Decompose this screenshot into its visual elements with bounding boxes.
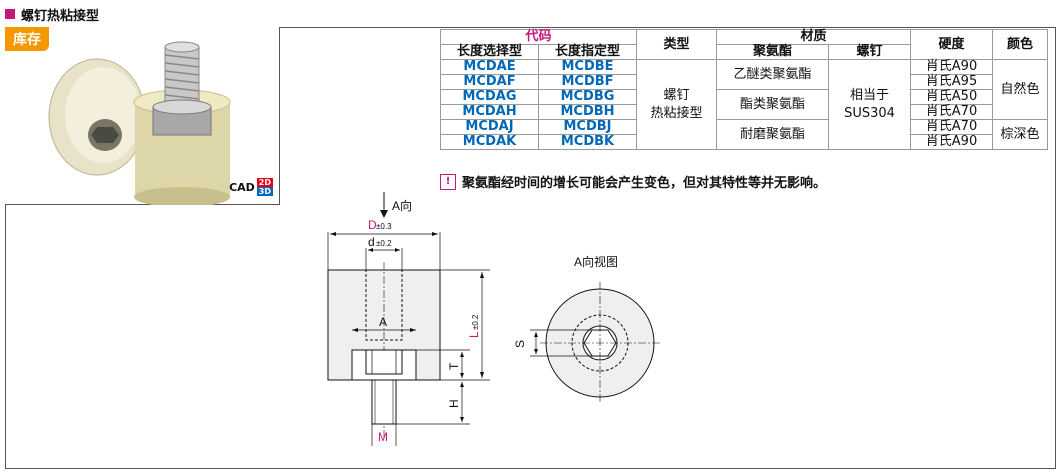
product-photo: 库存 CAD 2D 3D bbox=[5, 27, 280, 207]
view-label: A向视图 bbox=[574, 254, 618, 269]
dim-S: S bbox=[513, 340, 527, 348]
cad-label: CAD bbox=[229, 180, 255, 194]
dim-d-tol: ±0.2 bbox=[376, 239, 392, 248]
dim-D-tol: ±0.3 bbox=[376, 222, 392, 231]
caution-icon: ! bbox=[440, 173, 456, 190]
hardness-header: 硬度 bbox=[910, 29, 993, 60]
screw-value-2: SUS304 bbox=[844, 105, 895, 121]
threaded-shank bbox=[371, 379, 397, 425]
section-title: 螺钉热粘接型 bbox=[5, 5, 100, 24]
cad-3d-label: 3D bbox=[256, 187, 273, 196]
content-frame bbox=[5, 27, 1056, 469]
arrow-label: A向 bbox=[392, 198, 412, 213]
type-cell: 螺钉 热粘接型 bbox=[636, 59, 717, 150]
table-row: MCDAF MCDBF 肖氏A95 bbox=[440, 74, 1048, 90]
title-marker-icon bbox=[5, 9, 15, 19]
table-row: MCDAE MCDBE 螺钉 热粘接型 乙醚类聚氨酯 相当于 SUS304 肖氏… bbox=[440, 59, 1048, 150]
product-image-icon bbox=[48, 41, 231, 207]
code-specify[interactable]: MCDBG bbox=[538, 89, 637, 105]
hardness-cell: 肖氏A90 bbox=[910, 134, 993, 150]
dim-H: H bbox=[447, 399, 461, 408]
type-value-2: 热粘接型 bbox=[650, 105, 703, 121]
material-cell: 耐磨聚氨酯 bbox=[716, 119, 829, 150]
code-specify[interactable]: MCDBF bbox=[538, 74, 637, 90]
color-header: 颜色 bbox=[992, 29, 1048, 60]
dim-M: M bbox=[378, 430, 388, 444]
cad-2d-label: 2D bbox=[256, 178, 273, 187]
type-value-1: 螺钉 bbox=[663, 87, 690, 103]
section-title-text: 螺钉热粘接型 bbox=[21, 8, 100, 24]
spec-table: 代码 类型 材质 硬度 颜色 长度选择型 长度指定型 聚氨酯 螺钉 MCDAE … bbox=[440, 29, 1048, 150]
length-select-header: 长度选择型 bbox=[440, 44, 539, 60]
screw-cell: 相当于 SUS304 bbox=[828, 59, 911, 150]
polyurethane-header: 聚氨酯 bbox=[716, 44, 829, 60]
screw-value-1: 相当于 bbox=[849, 87, 889, 103]
stock-badge: 库存 bbox=[5, 27, 49, 51]
dim-L-tol: ±0.2 bbox=[471, 314, 480, 330]
type-header: 类型 bbox=[636, 29, 717, 60]
code-specify[interactable]: MCDBJ bbox=[538, 119, 637, 135]
code-specify[interactable]: MCDBK bbox=[538, 134, 637, 150]
length-specify-header: 长度指定型 bbox=[538, 44, 637, 60]
color-cell: 自然色 bbox=[992, 59, 1048, 120]
note: ! 聚氨酯经时间的增长可能会产生变色，但对其特性等并无影响。 bbox=[440, 172, 826, 191]
table-row: MCDAK MCDBK 肖氏A90 bbox=[440, 134, 1048, 150]
table-row: MCDAJ MCDBJ 耐磨聚氨酯 肖氏A70 棕深色 bbox=[440, 119, 1048, 150]
dim-D: D bbox=[368, 218, 377, 232]
code-select[interactable]: MCDAK bbox=[440, 134, 539, 150]
table-row: MCDAH MCDBH 肖氏A70 bbox=[440, 104, 1048, 120]
note-text: 聚氨酯经时间的增长可能会产生变色，但对其特性等并无影响。 bbox=[462, 176, 827, 191]
cad-badge[interactable]: CAD 2D 3D bbox=[229, 178, 273, 196]
dim-d: d bbox=[368, 235, 375, 249]
material-cell: 酯类聚氨酯 bbox=[716, 89, 829, 120]
hardness-cell: 肖氏A95 bbox=[910, 74, 993, 90]
color-cell: 棕深色 bbox=[992, 119, 1048, 150]
code-select[interactable]: MCDAE bbox=[440, 59, 539, 75]
dim-T: T bbox=[447, 362, 461, 370]
dim-A: A bbox=[379, 315, 387, 329]
dim-L: L bbox=[467, 331, 481, 338]
view-arrow-head bbox=[380, 210, 388, 218]
